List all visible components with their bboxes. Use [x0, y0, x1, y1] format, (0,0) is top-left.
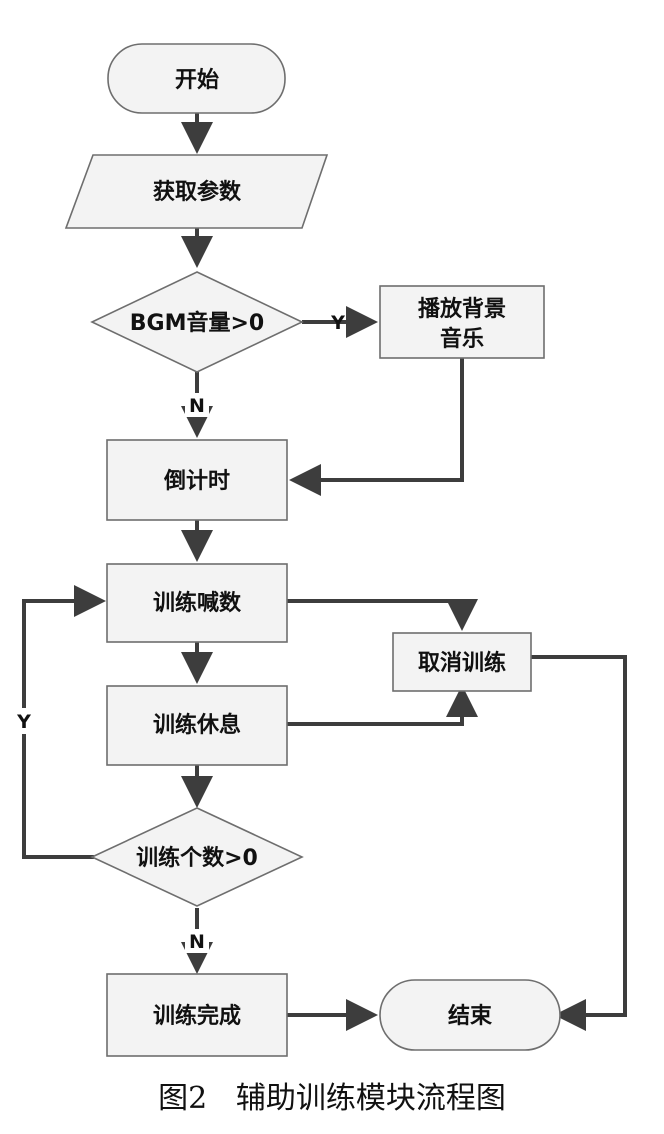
- figure-caption: 图2 辅助训练模块流程图: [158, 1081, 506, 1116]
- node-get-params-label: 获取参数: [153, 179, 242, 205]
- edge-label-count-no: N: [189, 931, 205, 953]
- node-cancel-label: 取消训练: [418, 650, 506, 676]
- edge-label-bgm-no: N: [189, 395, 205, 417]
- process-box-shape: [392, 632, 532, 692]
- process-box-shape: [106, 685, 288, 766]
- terminal-shape: [379, 979, 561, 1051]
- node-train-count-label: 训练喊数: [153, 590, 242, 616]
- node-start-label: 开始: [175, 67, 219, 93]
- decision-diamond-shape: [90, 271, 304, 373]
- node-play-bgm-label-line1: 播放背景: [418, 296, 506, 322]
- decision-diamond-shape: [90, 807, 304, 907]
- node-train-done-label: 训练完成: [153, 1003, 241, 1029]
- node-cancel: 取消训练: [392, 632, 532, 692]
- edge-label-bg: [12, 708, 36, 734]
- node-bgm-check-label: BGM音量>0: [130, 310, 264, 336]
- edge-training-to-cancel: [287, 599, 478, 631]
- terminal-shape: [107, 43, 286, 114]
- node-train-count: 训练喊数: [106, 563, 288, 643]
- process-box-shape: [106, 439, 288, 521]
- node-start: 开始: [107, 43, 286, 114]
- edge-cancel-to-end: [531, 655, 627, 1031]
- node-countdown: 倒计时: [106, 439, 288, 521]
- edge-label-bg: [185, 393, 209, 417]
- node-get-params: 获取参数: [64, 154, 329, 229]
- node-count-check: 训练个数>0: [90, 807, 304, 907]
- node-train-done: 训练完成: [106, 973, 288, 1057]
- edge-label-loop-yes: Y: [16, 711, 31, 733]
- node-end: 结束: [379, 979, 561, 1051]
- node-play-bgm-label-line2: 音乐: [440, 326, 484, 352]
- process-box-shape: [106, 563, 288, 643]
- edge-label-bgm-yes: Y: [330, 312, 345, 334]
- node-play-bgm: 播放背景 音乐: [379, 285, 545, 359]
- node-end-label: 结束: [448, 1003, 493, 1029]
- node-train-rest: 训练休息: [106, 685, 288, 766]
- process-box-shape: [379, 285, 545, 359]
- node-count-check-label: 训练个数>0: [136, 845, 258, 871]
- node-train-rest-label: 训练休息: [153, 712, 241, 738]
- edge-rest-to-cancel: [287, 685, 478, 726]
- node-countdown-label: 倒计时: [163, 469, 230, 494]
- edge-play-to-countdown: [289, 358, 464, 496]
- node-bgm-check: BGM音量>0: [90, 271, 304, 373]
- process-box-shape: [106, 973, 288, 1057]
- edge-label-bg: [185, 929, 209, 953]
- io-parallelogram-shape: [64, 154, 329, 229]
